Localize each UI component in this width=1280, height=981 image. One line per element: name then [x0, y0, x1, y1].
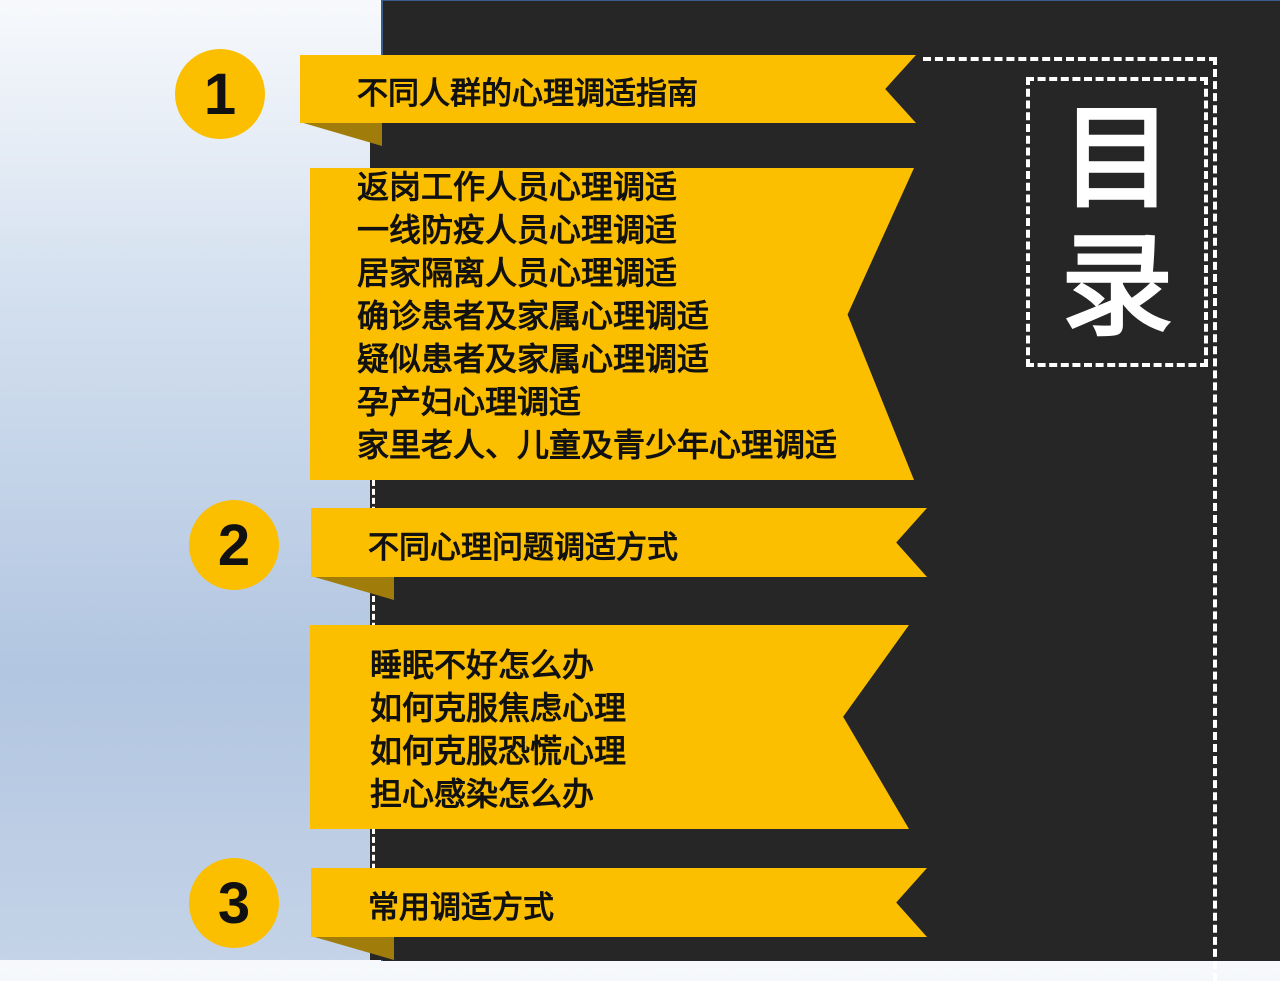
section-list-box-2 [310, 625, 909, 829]
list-item[interactable]: 确诊患者及家属心理调适 [357, 297, 710, 335]
ribbon-fold-1 [300, 122, 382, 146]
section-label-2[interactable]: 不同心理问题调适方式 [368, 530, 678, 566]
section-list-box-1 [310, 168, 914, 480]
section-label-3[interactable]: 常用调适方式 [368, 890, 554, 926]
section-number-2: 2 [189, 500, 279, 590]
list-item[interactable]: 家里老人、儿童及青少年心理调适 [357, 426, 838, 464]
list-item[interactable]: 孕产妇心理调适 [357, 383, 582, 421]
section-ribbon-3[interactable] [311, 868, 927, 937]
list-item[interactable]: 居家隔离人员心理调适 [357, 254, 678, 292]
section-list-1: 返岗工作人员心理调适 一线防疫人员心理调适 居家隔离人员心理调适 确诊患者及家属… [357, 166, 837, 467]
section-ribbon-1[interactable] [300, 55, 916, 123]
list-item[interactable]: 一线防疫人员心理调适 [357, 211, 678, 249]
section-number-1: 1 [175, 49, 265, 139]
section-ribbon-2[interactable] [311, 508, 927, 577]
section-number-3: 3 [189, 858, 279, 948]
title-char-1: 目 [1061, 94, 1173, 224]
section-label-1[interactable]: 不同人群的心理调适指南 [357, 76, 698, 112]
list-item[interactable]: 返岗工作人员心理调适 [357, 168, 678, 206]
title-char-2: 录 [1061, 222, 1173, 352]
title-box: 目 录 [1026, 77, 1208, 367]
list-item[interactable]: 如何克服恐慌心理 [370, 732, 627, 770]
list-item[interactable]: 睡眠不好怎么办 [370, 646, 595, 684]
list-item[interactable]: 疑似患者及家属心理调适 [357, 340, 710, 378]
section-list-2: 睡眠不好怎么办 如何克服焦虑心理 如何克服恐慌心理 担心感染怎么办 [370, 644, 626, 816]
dashed-frame [923, 57, 1217, 981]
list-item[interactable]: 如何克服焦虑心理 [370, 689, 627, 727]
list-item[interactable]: 担心感染怎么办 [370, 775, 595, 813]
